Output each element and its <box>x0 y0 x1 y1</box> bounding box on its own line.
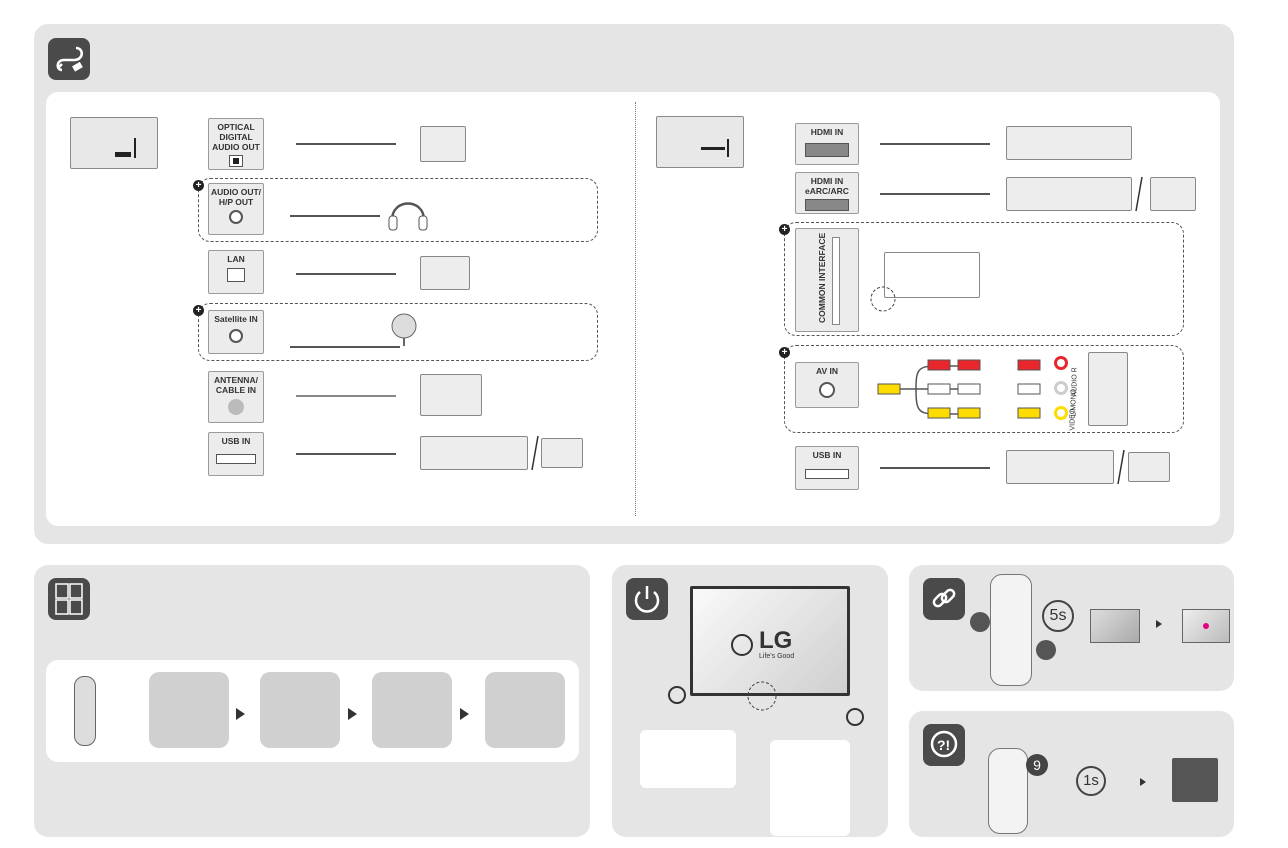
tv-back-thumbnail-left <box>70 117 158 169</box>
usb-cable-left <box>296 453 396 455</box>
arrow-icon <box>460 708 469 720</box>
satellite-port: Satellite IN <box>208 310 264 354</box>
remote-power-press <box>770 740 850 836</box>
battery-icon <box>48 578 90 620</box>
antenna-cable <box>296 395 396 397</box>
link-icon <box>923 578 965 620</box>
common-interface-slot: COMMON INTERFACE <box>795 228 859 332</box>
speaker-icon-right <box>1150 177 1196 211</box>
usb-port-right: USB IN <box>795 446 859 490</box>
av-cable-bundle <box>877 359 1041 419</box>
ci-module-card <box>884 252 980 298</box>
settings-icon <box>1036 640 1056 660</box>
power-icon <box>626 578 668 620</box>
hdmi-port: HDMI IN <box>795 123 859 165</box>
battery-step-1 <box>149 672 229 748</box>
support-agent-icon <box>1172 758 1218 802</box>
ci-card-slot-marker <box>870 286 896 312</box>
optional-plus-icon: + <box>779 347 790 358</box>
usb-port-left: USB IN <box>208 432 264 476</box>
av-yellow-jack <box>1054 406 1068 420</box>
hdmi-earc-cable <box>880 193 990 195</box>
tv-before-pairing <box>1090 609 1140 643</box>
help-remote <box>988 748 1028 834</box>
speaker-icon <box>420 126 466 162</box>
optional-plus-icon: + <box>779 224 790 235</box>
av-white-jack <box>1054 381 1068 395</box>
audio-cable <box>290 215 380 217</box>
optional-av-group <box>784 345 1184 433</box>
lg-tagline: Life's Good <box>759 653 795 660</box>
slash-divider <box>1135 176 1143 212</box>
optical-port: OPTICAL DIGITAL AUDIO OUT <box>208 118 264 170</box>
av-in-port: AV IN <box>795 362 859 408</box>
home-icon <box>970 612 990 632</box>
optional-plus-icon: + <box>193 305 204 316</box>
usb-drive-device-right <box>1006 450 1114 484</box>
usb-drive-device-left <box>420 436 528 470</box>
optional-audio-group <box>198 178 598 242</box>
lan-port: LAN <box>208 250 264 294</box>
timer-5s-icon: 5s <box>1042 600 1074 632</box>
timer-1s-icon: 1s <box>1076 766 1106 796</box>
battery-step-4 <box>485 672 565 748</box>
divider <box>635 102 636 516</box>
cable-icon <box>48 38 90 80</box>
optional-ci-group <box>784 222 1184 336</box>
antenna-house-icon <box>420 374 482 416</box>
optional-plus-icon: + <box>193 180 204 191</box>
power-button-marker <box>747 681 777 711</box>
av-red-jack <box>1054 356 1068 370</box>
usb-stick-icon-right <box>1128 452 1170 482</box>
arrow-icon <box>236 708 245 720</box>
slash-divider <box>531 435 539 471</box>
hdmi-earc-port: HDMI IN eARC/ARC <box>795 172 859 214</box>
optical-cable <box>296 143 396 145</box>
audio-out-port: AUDIO OUT/ H/P OUT <box>208 183 264 235</box>
hdmi-devices-icon <box>1006 126 1132 160</box>
battery-step-2 <box>260 672 340 748</box>
av-devices-icon <box>1088 352 1128 426</box>
optional-satellite-group <box>198 303 598 361</box>
usb-stick-icon-left <box>541 438 583 468</box>
help-icon: ?! <box>923 724 965 766</box>
mute-icon <box>668 686 686 704</box>
battery-step-3 <box>372 672 452 748</box>
arrow-icon <box>1156 620 1162 628</box>
remote-and-batteries <box>74 676 96 746</box>
satellite-dish-icon <box>391 313 417 346</box>
av-label-video: VIDEO <box>1069 408 1077 431</box>
tv-after-pairing <box>1182 609 1230 643</box>
svg-text:?!: ?! <box>937 737 950 753</box>
hdmi-earc-devices-icon <box>1006 177 1132 211</box>
tv-front: LG Life's Good <box>690 586 850 696</box>
lan-cable <box>296 273 396 275</box>
arrow-icon <box>348 708 357 720</box>
router-icon <box>420 256 470 290</box>
usb-cable-right <box>880 467 990 469</box>
satellite-cable <box>290 346 400 348</box>
hdmi-cable <box>880 143 990 145</box>
arrow-icon <box>1140 778 1146 786</box>
pairing-remote <box>990 574 1032 686</box>
tv-back-thumbnail-right <box>656 116 744 168</box>
lg-logo-icon <box>731 633 753 656</box>
antenna-port: ANTENNA/ CABLE IN <box>208 371 264 423</box>
sound-icon <box>846 708 864 726</box>
lg-logo: LG <box>759 627 793 654</box>
headphones-icon <box>388 202 428 231</box>
slash-divider <box>1117 449 1125 485</box>
button-9-icon: 9 <box>1026 754 1048 776</box>
hand-pressing-tv-button <box>640 730 736 788</box>
